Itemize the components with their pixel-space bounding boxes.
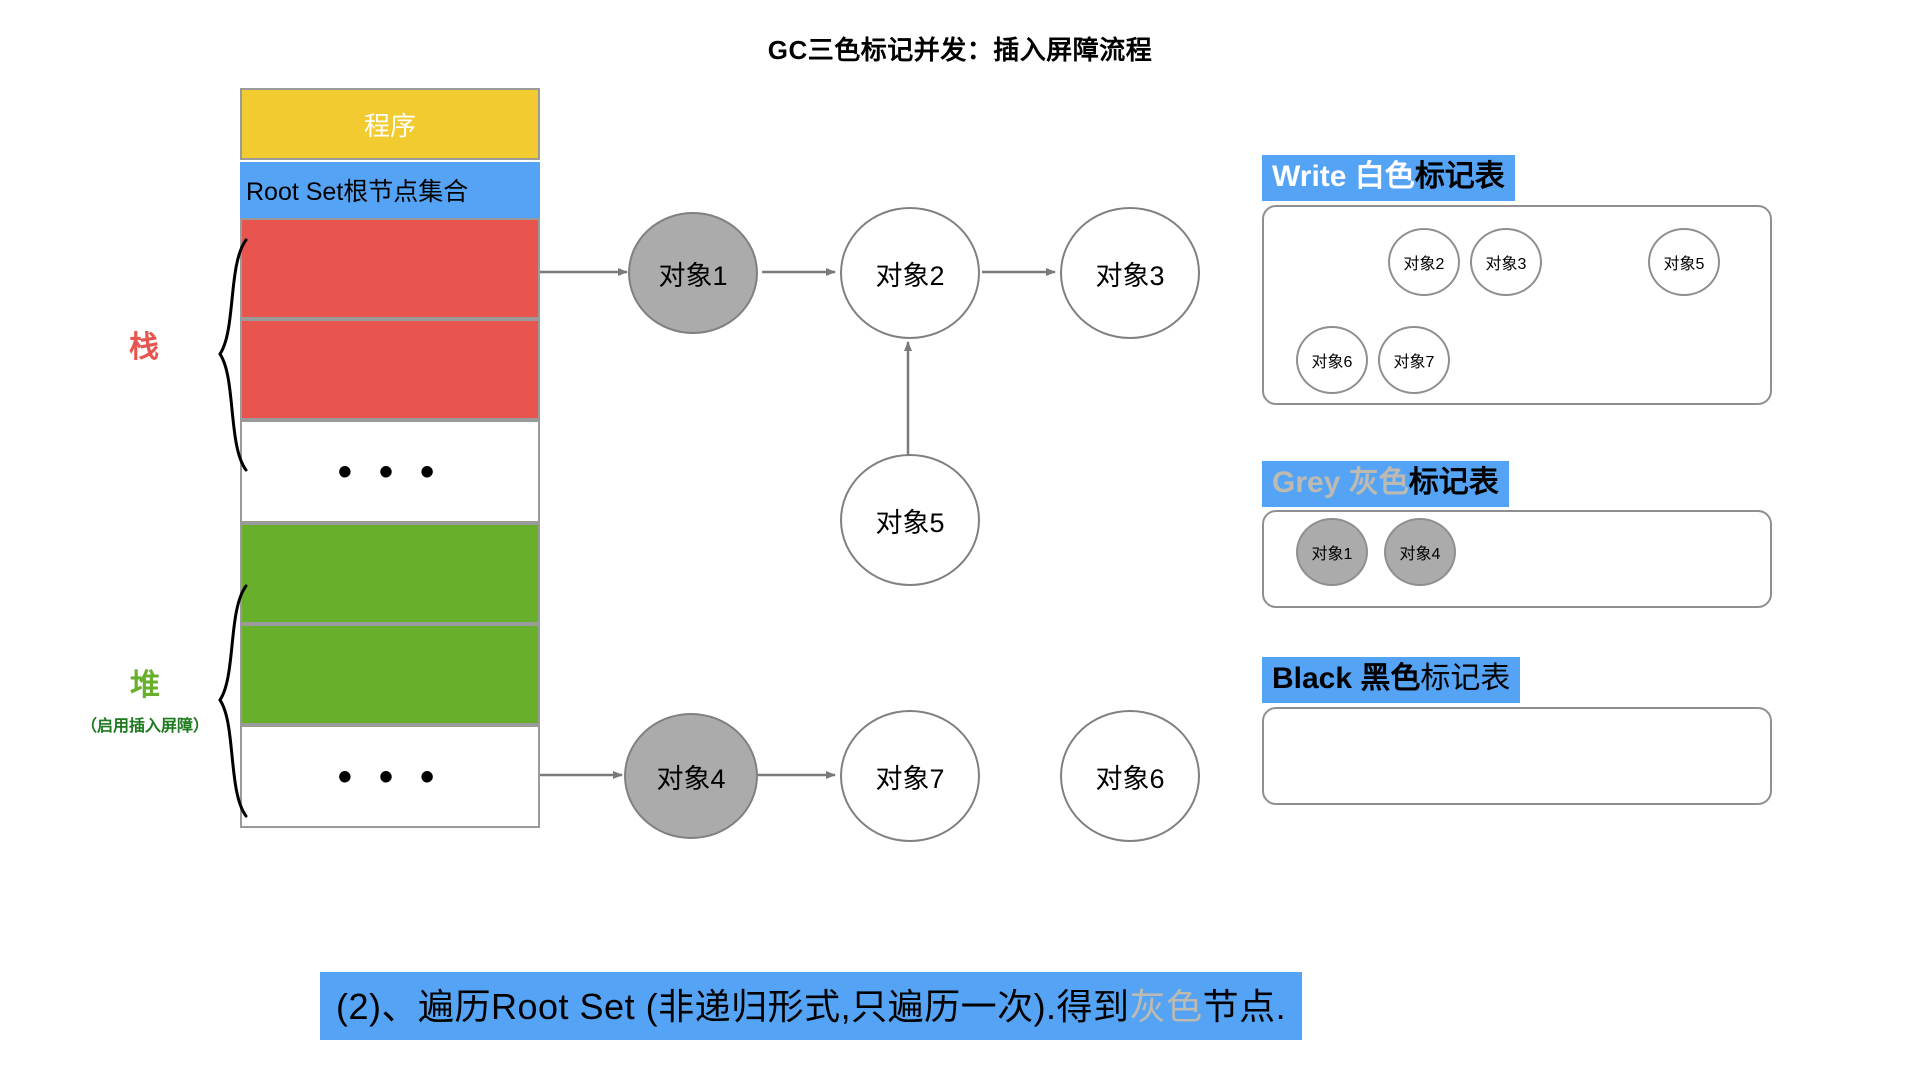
page-title: GC三色标记并发：插入屏障流程 (767, 35, 1153, 65)
mark-chip-obj1[interactable]: 对象1 (1296, 518, 1368, 586)
heap-sublabel: （启用插入屏障） (80, 718, 209, 735)
header-keyword: Grey (1272, 466, 1341, 499)
black-mark-table-header: Black 黑色标记表 (1262, 657, 1521, 703)
rootset-cell: Root Set根节点集合 (240, 162, 540, 218)
program-cell: 程序 (240, 88, 540, 160)
header-tail: 标记表 (1408, 466, 1499, 499)
memory-column: 程序 Root Set根节点集合 • • • • • • (240, 88, 540, 828)
node-label: 对象4 (656, 763, 726, 794)
heap-slot-2 (240, 624, 540, 725)
chip-label: 对象4 (1399, 546, 1441, 563)
stack-label: 栈 (129, 331, 159, 364)
chip-label: 对象6 (1311, 354, 1353, 371)
heap-ellipsis-cell: • • • (240, 725, 540, 828)
program-label: 程序 (363, 110, 416, 141)
node-label: 对象1 (658, 260, 728, 291)
stack-slot-1 (240, 218, 540, 319)
caption-highlight: 灰色 (1129, 986, 1203, 1027)
mark-chip-obj3[interactable]: 对象3 (1470, 228, 1542, 296)
node-label: 对象6 (1095, 763, 1165, 794)
step-caption: (2)、遍历Root Set (非递归形式,只遍历一次).得到灰色节点. (320, 972, 1303, 1040)
node-label: 对象7 (875, 763, 945, 794)
heap-label: 堆 (130, 669, 160, 702)
node-label: 对象3 (1095, 260, 1165, 291)
node-label: 对象2 (875, 260, 945, 291)
mark-chip-obj4[interactable]: 对象4 (1384, 518, 1456, 586)
caption-part2: 节点. (1202, 986, 1287, 1027)
header-keyword: Write (1272, 160, 1347, 193)
heap-slot-1 (240, 523, 540, 624)
graph-node-obj3[interactable]: 对象3 (1060, 207, 1200, 339)
graph-node-obj2[interactable]: 对象2 (840, 207, 980, 339)
stack-ellipsis-cell: • • • (240, 420, 540, 523)
mark-chip-obj7[interactable]: 对象7 (1378, 326, 1450, 394)
black-mark-table-box (1262, 707, 1772, 805)
rootset-label: Root Set根节点集合 (246, 178, 469, 206)
graph-node-obj7[interactable]: 对象7 (840, 710, 980, 842)
chip-label: 对象1 (1311, 546, 1353, 563)
stack-slot-2 (240, 319, 540, 420)
header-keyword: Black (1272, 662, 1353, 695)
ellipsis-dots: • • • (337, 754, 443, 799)
graph-node-obj1[interactable]: 对象1 (628, 212, 758, 334)
header-tail: 标记表 (1414, 160, 1505, 193)
header-color-word: 灰色 (1348, 466, 1409, 499)
graph-node-obj4[interactable]: 对象4 (624, 713, 758, 839)
node-label: 对象5 (875, 507, 945, 538)
header-tail: 标记表 (1420, 662, 1511, 695)
white-mark-table-header: Write 白色标记表 (1262, 155, 1515, 201)
mark-chip-obj5[interactable]: 对象5 (1648, 228, 1720, 296)
chip-label: 对象7 (1393, 354, 1435, 371)
stack-brace (212, 238, 252, 472)
chip-label: 对象5 (1663, 256, 1705, 273)
ellipsis-dots: • • • (337, 449, 443, 494)
mark-chip-obj2[interactable]: 对象2 (1388, 228, 1460, 296)
caption-part1: (2)、遍历Root Set (非递归形式,只遍历一次).得到 (336, 986, 1130, 1027)
graph-node-obj5[interactable]: 对象5 (840, 454, 980, 586)
heap-brace (212, 584, 252, 818)
chip-label: 对象3 (1485, 256, 1527, 273)
grey-mark-table-header: Grey 灰色标记表 (1262, 461, 1509, 507)
header-color-word: 黑色 (1360, 662, 1421, 695)
chip-label: 对象2 (1403, 256, 1445, 273)
header-color-word: 白色 (1354, 160, 1415, 193)
mark-chip-obj6[interactable]: 对象6 (1296, 326, 1368, 394)
graph-node-obj6[interactable]: 对象6 (1060, 710, 1200, 842)
